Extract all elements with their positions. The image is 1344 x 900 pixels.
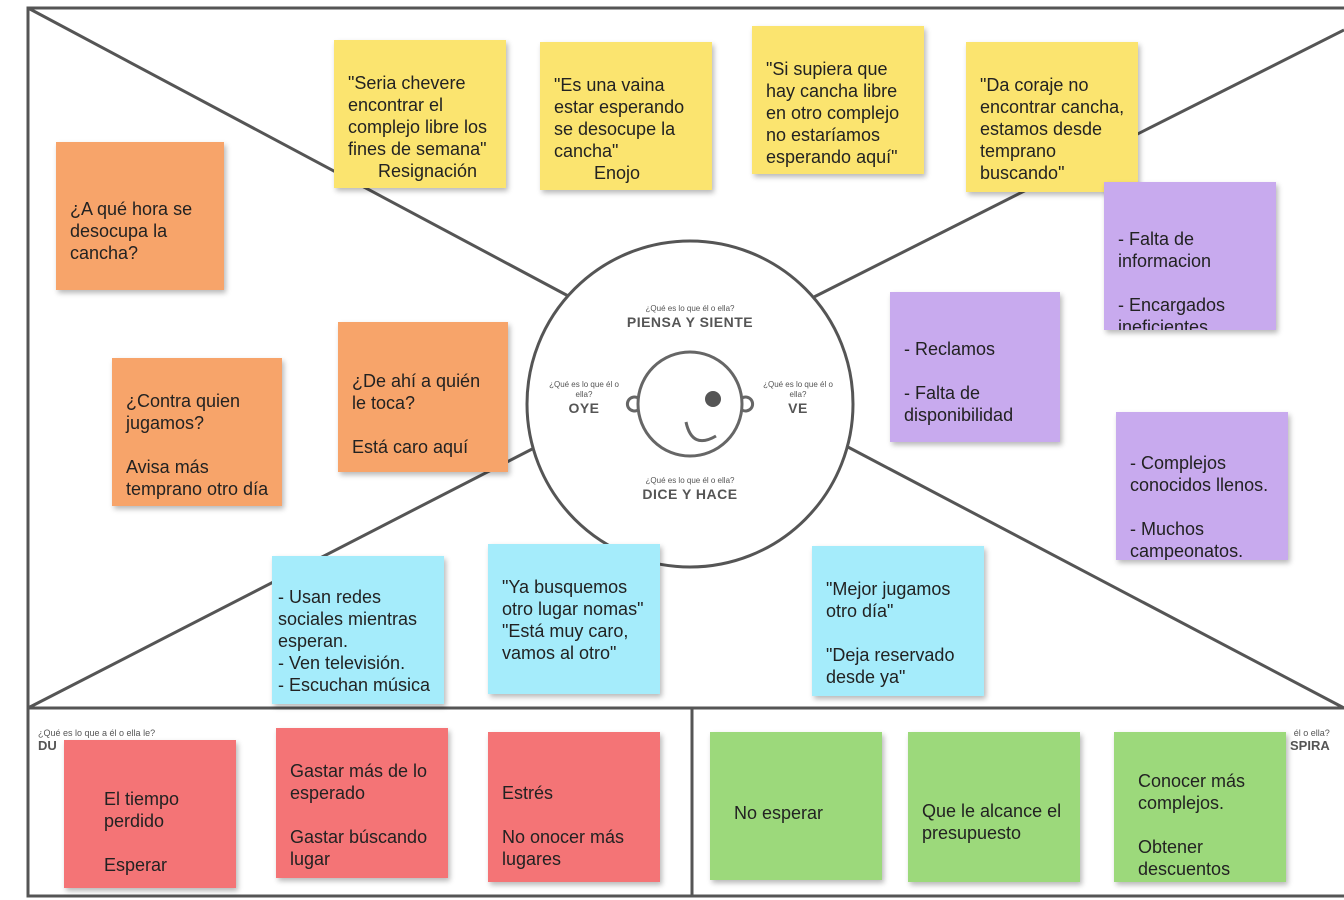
sticky-note-think-2: "Es una vaina estar esperando se desocup… bbox=[540, 42, 712, 190]
sticky-note-pain-2: Gastar más de lo esperado Gastar búscand… bbox=[276, 728, 448, 878]
note-text: ¿Contra quien jugamos? Avisa más tempran… bbox=[126, 391, 269, 499]
says-does-label: ¿Qué es lo que él o ella? DICE Y HACE bbox=[590, 476, 790, 503]
note-text: "Mejor jugamos otro día" "Deja reservado… bbox=[826, 579, 955, 687]
note-text: Conocer más complejos. Obtener descuento… bbox=[1138, 771, 1246, 879]
sticky-note-think-1: "Seria chevere encontrar el complejo lib… bbox=[334, 40, 506, 188]
note-text: - Reclamos - Falta de disponibilidad bbox=[904, 339, 1014, 425]
gains-question: él o ella? bbox=[1293, 728, 1330, 738]
note-text: "Ya busquemos otro lugar nomas" "Está mu… bbox=[502, 577, 644, 663]
sees-label: ¿Qué es lo que él o ella? VE bbox=[750, 380, 846, 417]
sticky-note-say-2: "Ya busquemos otro lugar nomas" "Está mu… bbox=[488, 544, 660, 694]
head-icon bbox=[625, 350, 755, 458]
note-emotion: Resignación bbox=[378, 161, 478, 181]
gains-label: él o ella? SPIRA bbox=[1290, 728, 1330, 753]
sticky-note-see-3: - Complejos conocidos llenos. - Muchos c… bbox=[1116, 412, 1288, 560]
gains-title: SPIRA bbox=[1290, 738, 1330, 753]
says-question: ¿Qué es lo que él o ella? bbox=[645, 476, 735, 485]
note-text: El tiempo perdido Esperar bbox=[104, 789, 180, 875]
note-text: - Usan redes sociales mientras esperan. … bbox=[278, 587, 431, 695]
note-text: Que le alcance el presupuesto bbox=[922, 801, 1062, 843]
sticky-note-gain-2: Que le alcance el presupuesto bbox=[908, 732, 1080, 882]
sticky-note-gain-1: No esperar bbox=[710, 732, 882, 880]
hears-title: OYE bbox=[568, 400, 600, 416]
sticky-note-see-2: - Reclamos - Falta de disponibilidad bbox=[890, 292, 1060, 442]
note-text: ¿A qué hora se desocupa la cancha? bbox=[70, 199, 193, 263]
sees-question: ¿Qué es lo que él o ella? bbox=[763, 380, 833, 399]
sees-title: VE bbox=[788, 400, 808, 416]
note-text: - Falta de informacion - Encargados inef… bbox=[1118, 229, 1226, 330]
sticky-note-pain-1: El tiempo perdido Esperar bbox=[64, 740, 236, 888]
note-text: ¿De ahí a quién le toca? Está caro aquí bbox=[352, 371, 481, 457]
note-text: Gastar más de lo esperado Gastar búscand… bbox=[290, 761, 428, 869]
sticky-note-hear-2: ¿Contra quien jugamos? Avisa más tempran… bbox=[112, 358, 282, 506]
thinks-question: ¿Qué es lo que él o ella? bbox=[645, 304, 735, 313]
pains-question: ¿Qué es lo que a él o ella le? bbox=[38, 728, 156, 738]
note-text: "Es una vaina estar esperando se desocup… bbox=[554, 75, 685, 161]
thinks-feels-label: ¿Qué es lo que él o ella? PIENSA Y SIENT… bbox=[590, 304, 790, 331]
note-emotion: Enojo bbox=[594, 163, 641, 183]
note-text: No esperar bbox=[734, 803, 824, 823]
pains-label: ¿Qué es lo que a él o ella le? DU bbox=[38, 728, 155, 753]
note-text: - Complejos conocidos llenos. - Muchos c… bbox=[1130, 453, 1269, 560]
hears-question: ¿Qué es lo que él o ella? bbox=[549, 380, 619, 399]
sticky-note-see-1: - Falta de informacion - Encargados inef… bbox=[1104, 182, 1276, 330]
note-text: "Seria chevere encontrar el complejo lib… bbox=[348, 73, 488, 159]
note-text: "Da coraje no encontrar cancha, estamos … bbox=[980, 75, 1125, 183]
note-text: "Si supiera que hay cancha libre en otro… bbox=[766, 59, 900, 167]
sticky-note-gain-3: Conocer más complejos. Obtener descuento… bbox=[1114, 732, 1286, 882]
says-title: DICE Y HACE bbox=[642, 486, 738, 502]
thinks-title: PIENSA Y SIENTE bbox=[626, 314, 754, 330]
sticky-note-say-1: - Usan redes sociales mientras esperan. … bbox=[272, 556, 444, 704]
pains-title: DU bbox=[38, 738, 57, 753]
sticky-note-hear-1: ¿A qué hora se desocupa la cancha? bbox=[56, 142, 224, 290]
hears-label: ¿Qué es lo que él o ella? OYE bbox=[536, 380, 632, 417]
sticky-note-pain-3: Estrés No onocer más lugares bbox=[488, 732, 660, 882]
sticky-note-think-4: "Da coraje no encontrar cancha, estamos … bbox=[966, 42, 1138, 192]
sticky-note-hear-3: ¿De ahí a quién le toca? Está caro aquí bbox=[338, 322, 508, 472]
note-text: Estrés No onocer más lugares bbox=[502, 783, 625, 869]
sticky-note-say-3: "Mejor jugamos otro día" "Deja reservado… bbox=[812, 546, 984, 696]
sticky-note-think-3: "Si supiera que hay cancha libre en otro… bbox=[752, 26, 924, 174]
